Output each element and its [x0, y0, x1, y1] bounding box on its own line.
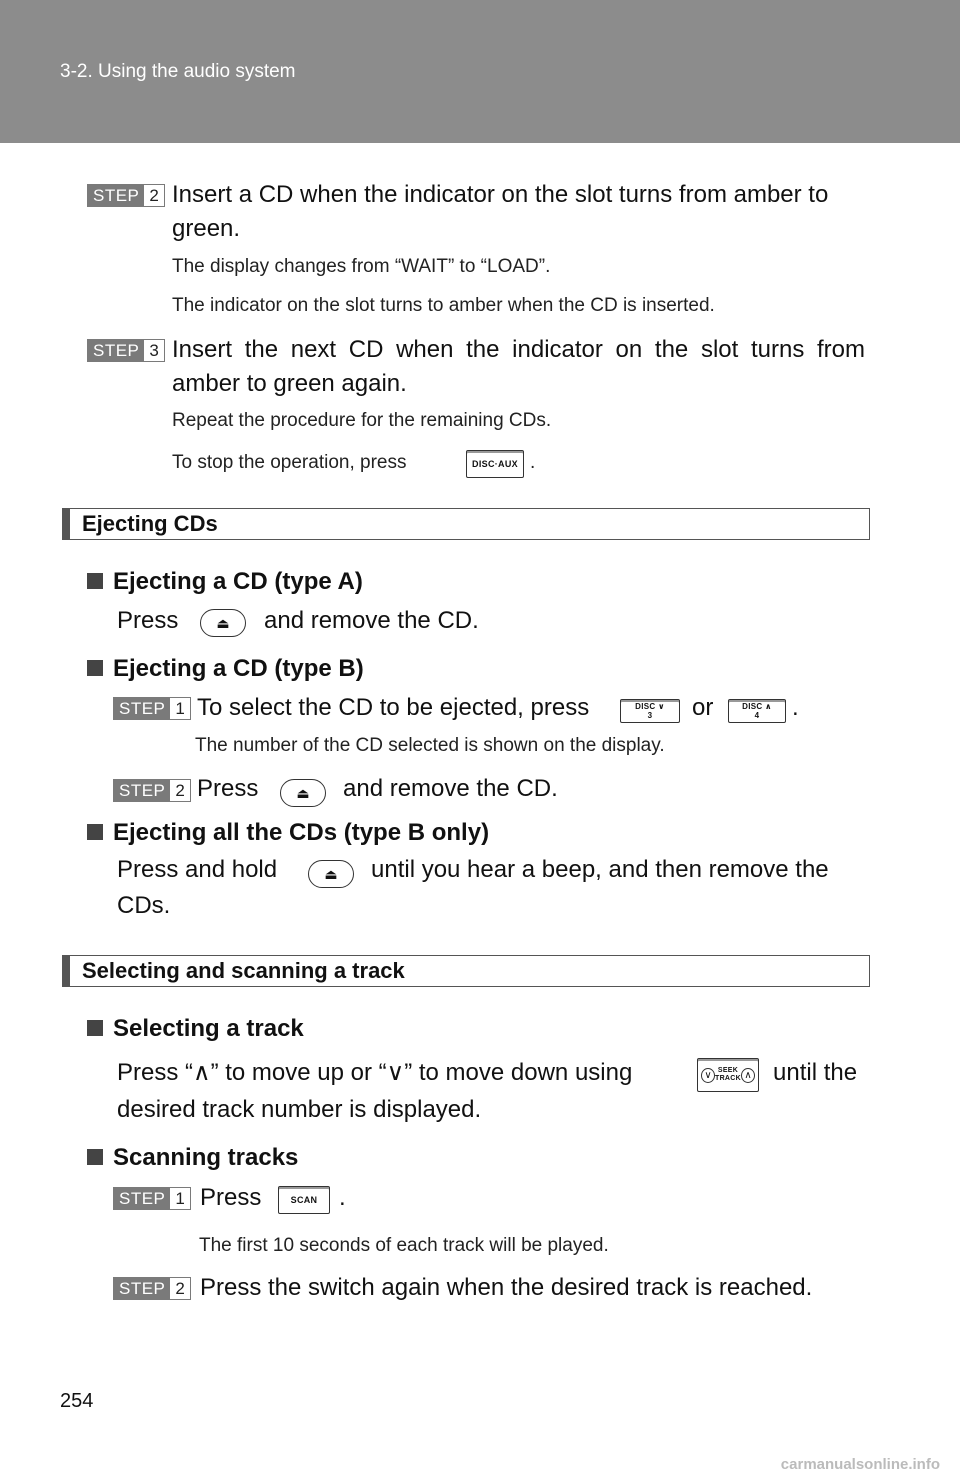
type-a-press: Press [117, 607, 179, 634]
eject-step-1-or: or [692, 694, 714, 721]
eject-step-1-text: To select the CD to be ejected, press [197, 694, 590, 721]
eject-step-1-note: The number of the CD selected is shown o… [195, 735, 665, 756]
chevron-up-icon: ∧ [741, 1067, 755, 1083]
subsection-type-b: Ejecting a CD (type B) [87, 657, 364, 681]
scan-step-1-note: The first 10 seconds of each track will … [199, 1235, 609, 1256]
eject-all-text-line2: CDs. [117, 892, 171, 919]
bullet-square-icon [87, 660, 103, 676]
scan-step-1-press: Press [200, 1184, 262, 1211]
eject-all-text: until you hear a beep, and then remove t… [371, 856, 829, 883]
subsection-eject-all: Ejecting all the CDs (type B only) [87, 821, 489, 845]
eject-icon: ⏏ [324, 865, 338, 882]
seek-track-button[interactable]: ∨ SEEK TRACK ∧ [697, 1058, 759, 1092]
eject-icon: ⏏ [216, 614, 230, 631]
section-breadcrumb: 3-2. Using the audio system [60, 61, 296, 82]
bullet-square-icon [87, 1149, 103, 1165]
eject-button[interactable]: ⏏ [200, 609, 246, 637]
subsection-type-a: Ejecting a CD (type A) [87, 570, 363, 594]
scan-button[interactable]: SCAN [278, 1186, 330, 1214]
page-header: 3-2. Using the audio system [0, 0, 960, 143]
subsection-scanning-tracks: Scanning tracks [87, 1146, 298, 1170]
disc-down-button[interactable]: DISC ∨ 3 [620, 699, 680, 723]
bullet-square-icon [87, 573, 103, 589]
eject-icon: ⏏ [296, 784, 310, 801]
step-3-note-1: Repeat the procedure for the remaining C… [172, 410, 552, 431]
eject-all-press-hold: Press and hold [117, 856, 278, 883]
step-3-note-2: To stop the operation, press [172, 452, 407, 473]
bullet-square-icon [87, 1020, 103, 1036]
scan-step-1-period: . [339, 1184, 346, 1211]
step-3-note-2-period: . [530, 452, 536, 473]
step-2-text-line2: green. [172, 215, 241, 242]
scan-step-2-text: Press the switch again when the desired … [200, 1274, 813, 1301]
eject-step-2-press: Press [197, 775, 259, 802]
subsection-selecting-track: Selecting a track [87, 1017, 304, 1041]
step-2-text-line1: Insert a CD when the indicator on the sl… [172, 181, 829, 208]
watermark: carmanualsonline.info [780, 1456, 940, 1473]
eject-step-2-text: and remove the CD. [343, 775, 558, 802]
page-number: 254 [60, 1390, 94, 1412]
disc-aux-button[interactable]: DISC·AUX [466, 450, 524, 478]
eject-step-1-period: . [792, 694, 799, 721]
step-3-text-line2: amber to green again. [172, 370, 407, 397]
type-a-instruction: and remove the CD. [264, 607, 479, 634]
selecting-track-text-line2: desired track number is displayed. [117, 1096, 482, 1123]
bullet-square-icon [87, 824, 103, 840]
selecting-track-text-end: until the [773, 1059, 858, 1086]
section-title-ejecting-cds: Ejecting CDs [62, 508, 870, 540]
eject-button[interactable]: ⏏ [280, 779, 326, 807]
chevron-down-icon: ∨ [701, 1067, 715, 1083]
step-2-note-1: The display changes from “WAIT” to “LOAD… [172, 256, 551, 277]
disc-up-button[interactable]: DISC ∧ 4 [728, 699, 786, 723]
eject-button[interactable]: ⏏ [308, 860, 354, 888]
step-2-note-2: The indicator on the slot turns to amber… [172, 295, 715, 316]
selecting-track-text: Press “∧” to move up or “∨” to move down… [117, 1059, 633, 1086]
section-title-selecting-scanning: Selecting and scanning a track [62, 955, 870, 987]
step-3-text-line1: Insert the next CD when the indicator on… [172, 336, 865, 363]
